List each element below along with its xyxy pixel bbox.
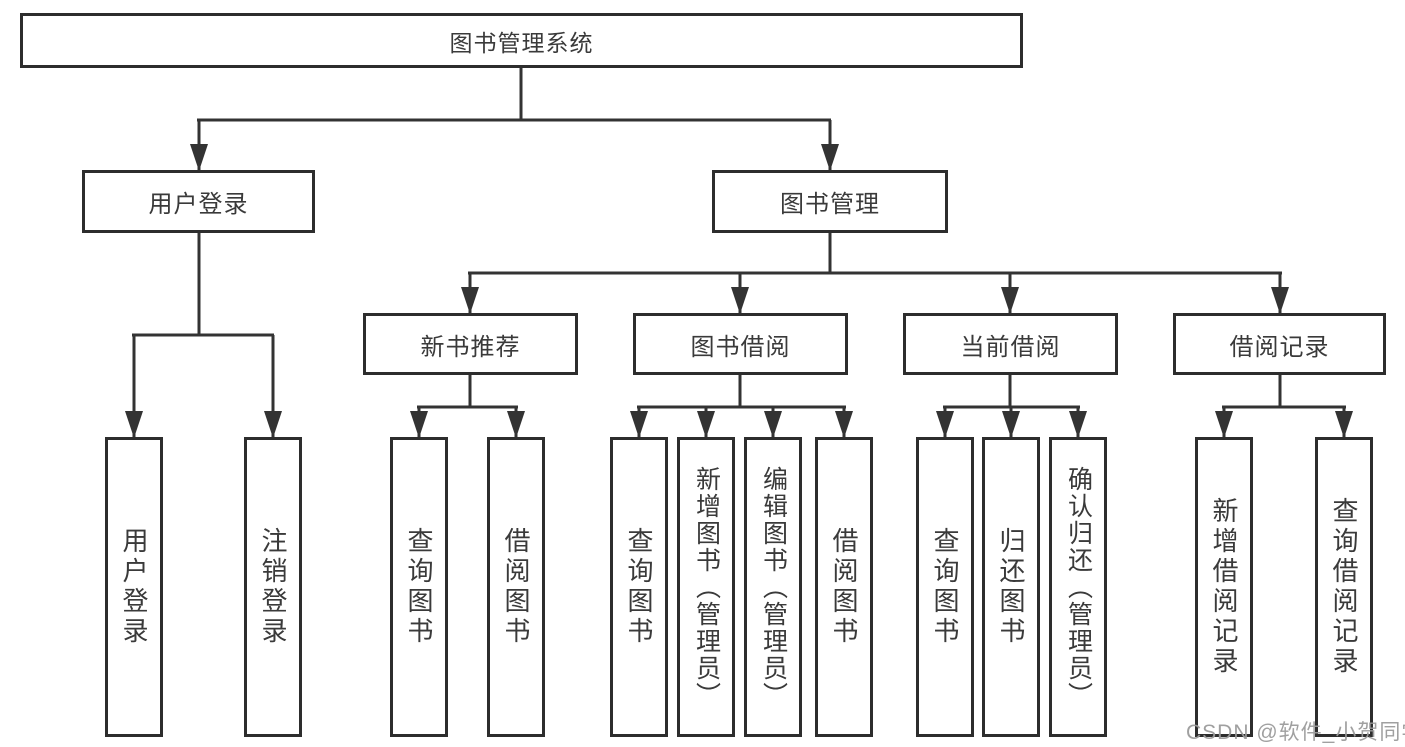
leaf-add-book-admin: 新增图书（管理员）	[677, 437, 735, 737]
leaf-user-login: 用户登录	[105, 437, 163, 737]
leaf-query-books-current: 查询图书	[916, 437, 974, 737]
leaf-confirm-return-admin: 确认归还（管理员）	[1049, 437, 1107, 737]
leaf-logout: 注销登录	[244, 437, 302, 737]
leaf-add-borrow-record: 新增借阅记录	[1195, 437, 1253, 737]
leaf-query-books-borrow: 查询图书	[610, 437, 668, 737]
node-user-login: 用户登录	[82, 170, 315, 233]
node-book-borrow: 图书借阅	[633, 313, 848, 375]
leaf-borrow-books: 借阅图书	[815, 437, 873, 737]
leaf-return-book: 归还图书	[982, 437, 1040, 737]
leaf-borrow-books-recommend: 借阅图书	[487, 437, 545, 737]
node-book-management: 图书管理	[712, 170, 948, 233]
node-current-borrow: 当前借阅	[903, 313, 1118, 375]
leaf-edit-book-admin: 编辑图书（管理员）	[744, 437, 802, 737]
leaf-query-borrow-record: 查询借阅记录	[1315, 437, 1373, 737]
csdn-watermark: CSDN @软件_小贺同学	[1186, 721, 1405, 744]
node-new-book-recommend: 新书推荐	[363, 313, 578, 375]
leaf-query-books-recommend: 查询图书	[390, 437, 448, 737]
node-borrow-record: 借阅记录	[1173, 313, 1386, 375]
node-library-management-system: 图书管理系统	[20, 13, 1023, 68]
